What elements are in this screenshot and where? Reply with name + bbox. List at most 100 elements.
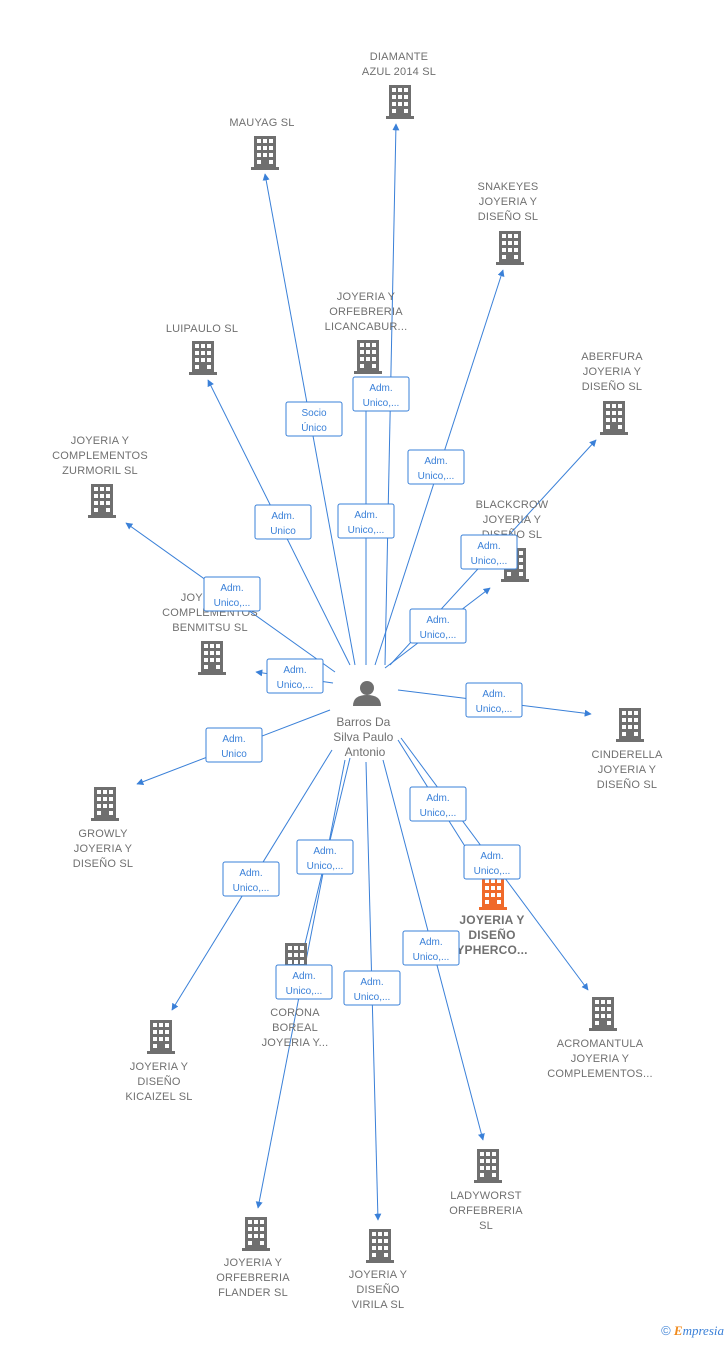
company-label-line: BOREAL — [272, 1022, 318, 1034]
role-tag-text: Adm. — [220, 583, 243, 594]
role-tag-cinderella[interactable]: Adm.Unico,... — [465, 682, 523, 718]
role-tag-text: Unico — [270, 526, 296, 537]
company-label-line: JOYERIA Y — [483, 514, 542, 526]
company-label-line: LUIPAULO SL — [166, 323, 238, 335]
company-node-mauyag[interactable]: MAUYAG SL — [229, 117, 294, 170]
role-tag-ladyworst[interactable]: Adm.Unico,... — [402, 930, 460, 966]
company-label-line: CORONA — [270, 1007, 320, 1019]
building-icon — [147, 1020, 175, 1054]
company-label-line: BENMITSU SL — [172, 622, 248, 634]
company-label-line: LICANCABUR... — [325, 321, 408, 333]
role-tag-text: Adm. — [419, 937, 442, 948]
role-tag-ypherco[interactable]: Adm.Unico,... — [409, 786, 467, 822]
company-label-line: ZURMORIL SL — [62, 465, 138, 477]
company-label-line: SL — [479, 1220, 493, 1232]
company-label-line: JOYERIA Y — [459, 913, 524, 927]
role-tag-box — [409, 786, 467, 822]
role-tag-text: Unico,... — [348, 525, 385, 536]
building-icon — [242, 1217, 270, 1251]
building-icon — [354, 340, 382, 374]
role-tag-blackcrow[interactable]: Adm.Unico,... — [409, 608, 467, 644]
role-tag-diamante[interactable]: Adm.Unico,... — [352, 376, 410, 412]
center-label-line: Barros Da — [336, 715, 390, 729]
role-tag-text: Adm. — [354, 510, 377, 521]
company-label: LUIPAULO SL — [166, 323, 238, 335]
role-tag-box — [409, 608, 467, 644]
company-label-line: BLACKCROW — [476, 499, 549, 511]
role-tag-box — [352, 376, 410, 412]
company-label-line: DISEÑO — [468, 927, 515, 942]
company-label-line: JOYERIA Y — [349, 1269, 408, 1281]
company-label-line: JOYERIA Y — [583, 366, 642, 378]
role-tag-flander[interactable]: Adm. Unico,... — [275, 964, 333, 1000]
center-label: Barros Da Silva Paulo Antonio — [333, 715, 396, 759]
role-tag-zurmoril[interactable]: Adm.Unico,... — [203, 576, 261, 612]
role-tag-text: Adm. — [292, 971, 315, 982]
role-tag-licancabur[interactable]: Adm. Unico,... — [337, 503, 395, 539]
role-tag-box — [337, 503, 395, 539]
company-label-line: DISEÑO SL — [73, 857, 134, 870]
role-tag-acromantula[interactable]: Adm.Unico,... — [463, 844, 521, 880]
building-icon — [251, 136, 279, 170]
role-tag-aberfura[interactable]: Adm.Unico,... — [460, 534, 518, 570]
company-label-line: ACROMANTULA — [557, 1038, 644, 1050]
role-tag-luipaulo[interactable]: Adm. Unico — [254, 504, 312, 540]
role-tag-text: Adm. — [369, 383, 392, 394]
building-icon — [474, 1149, 502, 1183]
building-icon — [386, 85, 414, 119]
company-label-line: DISEÑO SL — [597, 778, 658, 791]
company-label-line: ORFEBRERIA — [216, 1272, 290, 1284]
role-tag-box — [266, 658, 324, 694]
building-icon — [366, 1229, 394, 1263]
role-tag-virila[interactable]: Adm.Unico,... — [343, 970, 401, 1006]
company-label-line: FLANDER SL — [218, 1287, 288, 1299]
role-tag-growly[interactable]: Adm.Unico — [205, 727, 263, 763]
role-tag-benmitsu[interactable]: Adm.Unico,... — [266, 658, 324, 694]
company-label-line: JOYERIA Y — [479, 196, 538, 208]
building-icon — [600, 401, 628, 435]
role-tag-text: Unico,... — [286, 986, 323, 997]
role-tag-snakeyes[interactable]: Adm.Unico,... — [407, 449, 465, 485]
building-icon — [616, 708, 644, 742]
role-tag-kicaizel[interactable]: Adm.Unico,... — [222, 861, 280, 897]
center-label-line: Silva Paulo — [333, 730, 393, 744]
role-tag-text: Unico,... — [233, 883, 270, 894]
company-label-line: JOYERIA Y... — [262, 1037, 329, 1049]
company-label-line: DISEÑO SL — [478, 210, 539, 223]
company-node-corona[interactable]: CORONA BOREAL JOYERIA Y... — [262, 943, 329, 1049]
building-icon — [479, 876, 507, 910]
center-person[interactable]: Barros Da Silva Paulo Antonio — [333, 681, 396, 759]
company-label-line: VIRILA SL — [352, 1299, 405, 1311]
role-tag-corona[interactable]: Adm.Unico,... — [296, 839, 354, 875]
role-tag-text: Adm. — [271, 511, 294, 522]
company-label-line: MAUYAG SL — [229, 117, 294, 129]
company-label-line: COMPLEMENTOS — [52, 450, 148, 462]
company-label: CORONA BOREAL JOYERIA Y... — [262, 1007, 329, 1049]
company-label-line: KICAIZEL SL — [125, 1091, 192, 1103]
role-tag-text: Unico,... — [471, 556, 508, 567]
role-tag-text: Único — [301, 421, 327, 434]
role-tag-box — [222, 861, 280, 897]
company-node-luipaulo[interactable]: LUIPAULO SL — [166, 323, 238, 375]
company-label-line: LADYWORST — [450, 1190, 522, 1202]
